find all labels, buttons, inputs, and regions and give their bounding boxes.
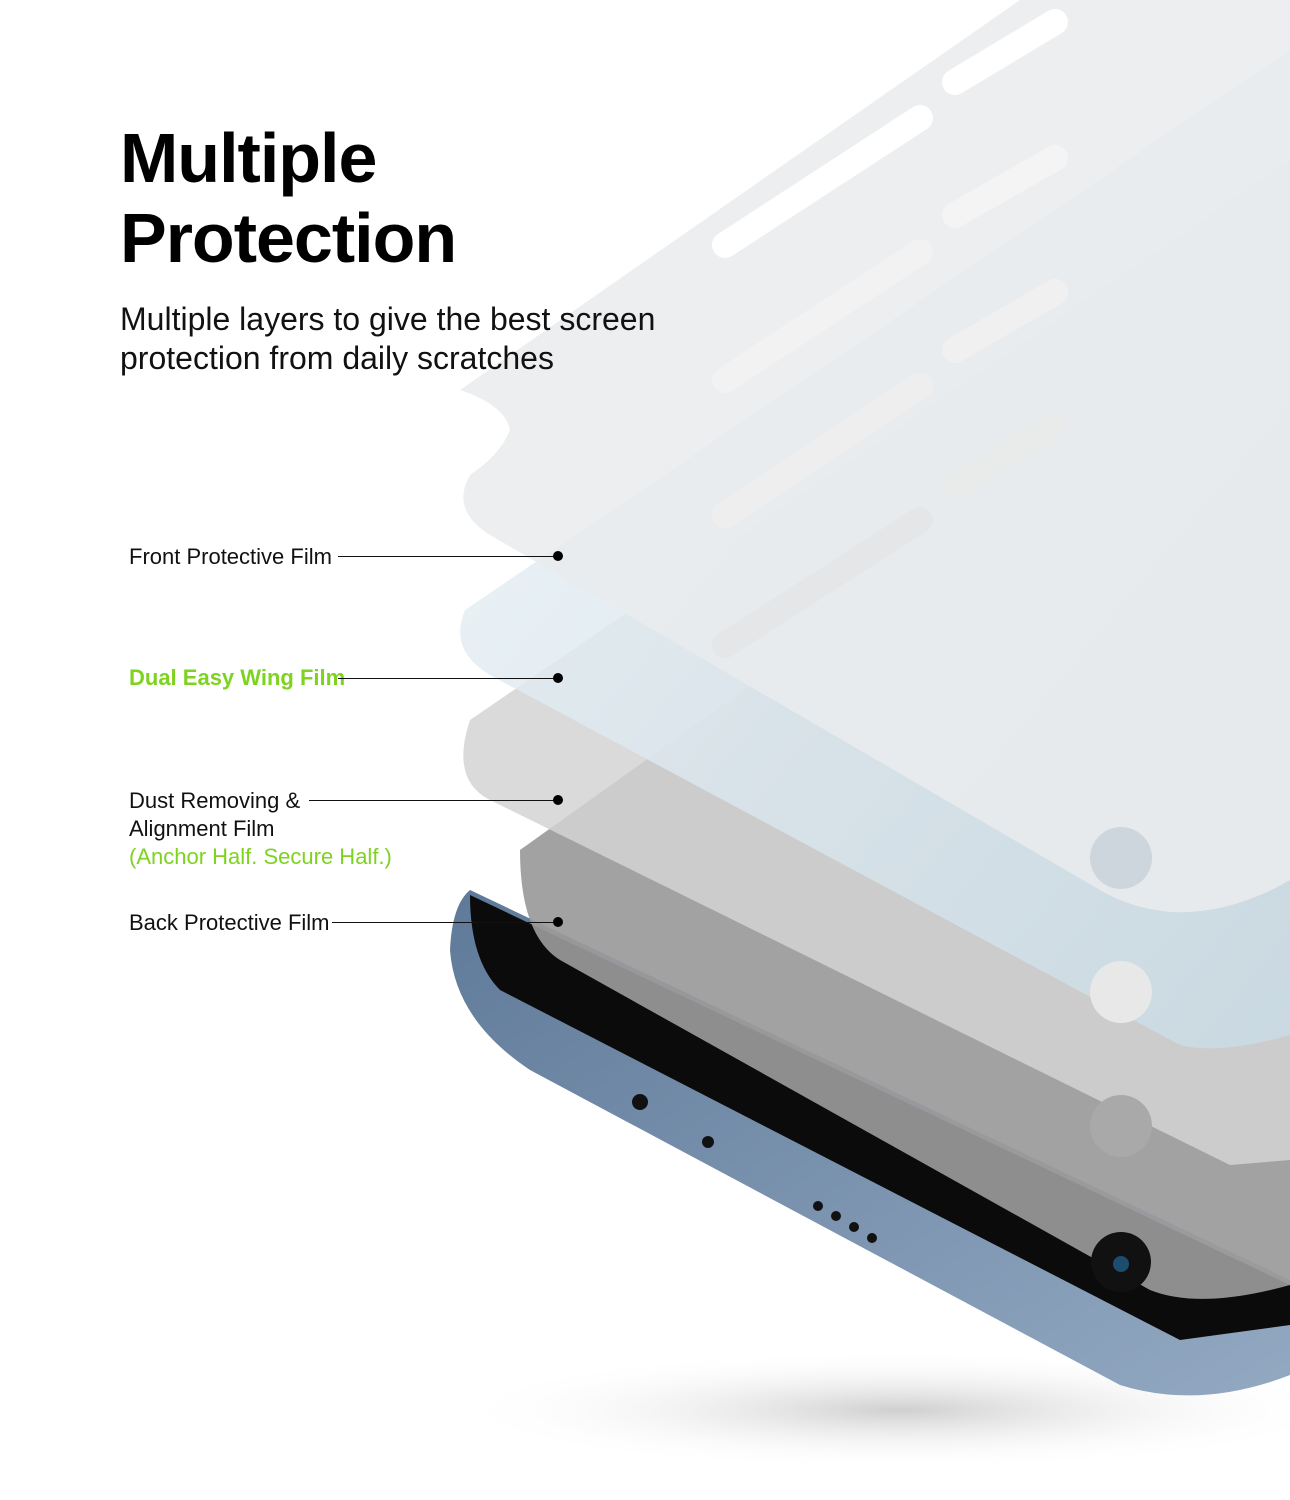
leader-line	[338, 678, 560, 679]
callout-dot	[553, 917, 563, 927]
title-line-1: Multiple	[120, 119, 377, 197]
leader-line	[309, 800, 560, 801]
callout-dot	[553, 795, 563, 805]
film-hole	[1090, 827, 1152, 889]
subtitle-line-2: protection from daily scratches	[120, 340, 554, 376]
phone-shadow	[450, 1350, 1290, 1470]
subtitle: Multiple layers to give the best screen …	[120, 300, 720, 378]
title-line-2: Protection	[120, 199, 457, 277]
leader-line	[332, 922, 560, 923]
film-hole	[1090, 961, 1152, 1023]
page-title: Multiple Protection	[120, 118, 457, 278]
front-protective-film	[460, 0, 1290, 913]
subtitle-line-1: Multiple layers to give the best screen	[120, 301, 656, 337]
label-dual-easy-wing-film: Dual Easy Wing Film	[129, 665, 346, 690]
label-line-1: Dust Removing &	[129, 788, 301, 813]
film-slots	[712, 9, 1068, 658]
label-note: (Anchor Half. Secure Half.)	[129, 844, 392, 869]
callout-dot	[553, 673, 563, 683]
film-hole	[1090, 1095, 1152, 1157]
sensor-hole	[702, 1136, 714, 1148]
leader-line	[338, 556, 560, 557]
label-front-protective-film: Front Protective Film	[129, 544, 332, 569]
label-dust-removing-film: Dust Removing & Alignment Film (Anchor H…	[129, 787, 392, 871]
microphone-hole	[632, 1094, 648, 1110]
label-back-protective-film: Back Protective Film	[129, 910, 330, 935]
speaker-grille	[813, 1201, 877, 1243]
callout-dot	[553, 551, 563, 561]
label-line-2: Alignment Film	[129, 816, 275, 841]
